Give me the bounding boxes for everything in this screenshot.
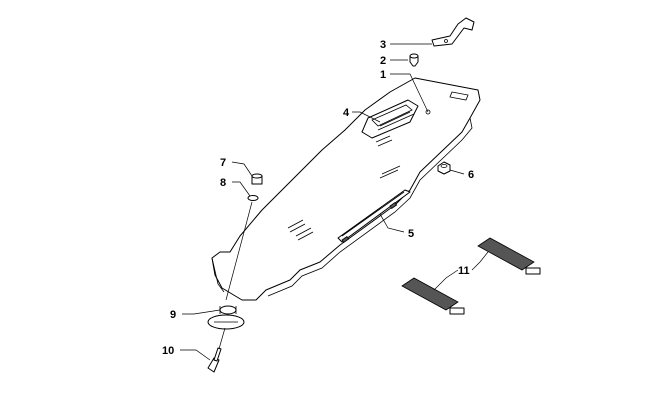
callout-10: 10 xyxy=(162,345,174,357)
callout-8: 8 xyxy=(220,177,226,189)
callout-6: 6 xyxy=(468,169,474,181)
part-5-rail-strip xyxy=(337,189,411,244)
part-3-bracket xyxy=(431,17,475,47)
leader-9 xyxy=(182,309,221,315)
leader-11b xyxy=(433,269,459,291)
leader-8 xyxy=(232,181,251,197)
part-4-access-panel xyxy=(361,99,419,139)
skid-plate xyxy=(211,77,481,301)
shaft-line xyxy=(225,201,253,301)
part-2-fastener xyxy=(409,53,419,67)
callout-9: 9 xyxy=(170,309,176,321)
leader-5 xyxy=(379,213,405,233)
part-11-traction-strip-lower xyxy=(401,277,465,315)
callout-7: 7 xyxy=(220,157,226,169)
callout-4: 4 xyxy=(343,107,350,119)
part-10-bolt xyxy=(207,327,226,373)
leader-4 xyxy=(352,111,381,123)
leader-1 xyxy=(390,73,429,113)
callout-11: 11 xyxy=(458,265,470,277)
plate-washer xyxy=(207,314,245,330)
callout-3: 3 xyxy=(380,39,386,51)
leader-6 xyxy=(449,169,465,175)
part-7-cap xyxy=(251,173,263,185)
part-9-bushing xyxy=(219,305,237,315)
leader-11a xyxy=(471,251,489,271)
part-11-traction-strip-upper xyxy=(477,237,541,275)
leader-7 xyxy=(231,161,253,177)
part-6-nut xyxy=(437,161,451,175)
part-8-washer xyxy=(247,195,259,201)
callout-2: 2 xyxy=(380,55,386,67)
callout-1: 1 xyxy=(380,69,386,81)
callout-5: 5 xyxy=(408,228,414,240)
leader-10 xyxy=(180,349,211,361)
